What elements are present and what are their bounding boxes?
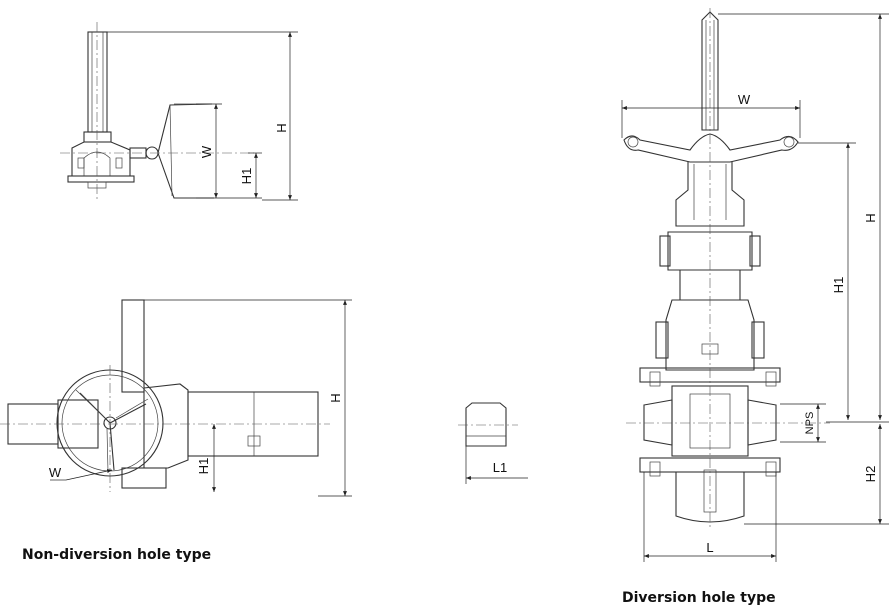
top-actuator-h1-label: H1: [239, 168, 254, 185]
valve-h1-label: H1: [831, 277, 846, 294]
non-diversion-caption: Non-diversion hole type: [22, 547, 212, 563]
valve-l-label: L: [706, 540, 713, 555]
valve-nps-label: NPS: [804, 412, 816, 435]
diversion-caption: Diversion hole type: [622, 590, 776, 606]
top-actuator-w-label: W: [199, 145, 214, 158]
stem-end-l1-label: L1: [493, 460, 507, 475]
side-actuator-w-label: W: [49, 465, 62, 480]
valve-h2-label: H2: [863, 466, 878, 483]
top-mounted-actuator-drawing: [60, 22, 298, 201]
valve-w-label: W: [738, 92, 751, 107]
top-actuator-h-label: H: [274, 123, 289, 132]
stem-end-drawing: [458, 402, 528, 484]
side-actuator-h-label: H: [328, 393, 343, 402]
gate-valve-drawing: [621, 8, 889, 562]
valve-h-label: H: [863, 213, 878, 222]
side-actuator-h1-label: H1: [196, 458, 211, 475]
side-mounted-actuator-drawing: [0, 299, 352, 497]
